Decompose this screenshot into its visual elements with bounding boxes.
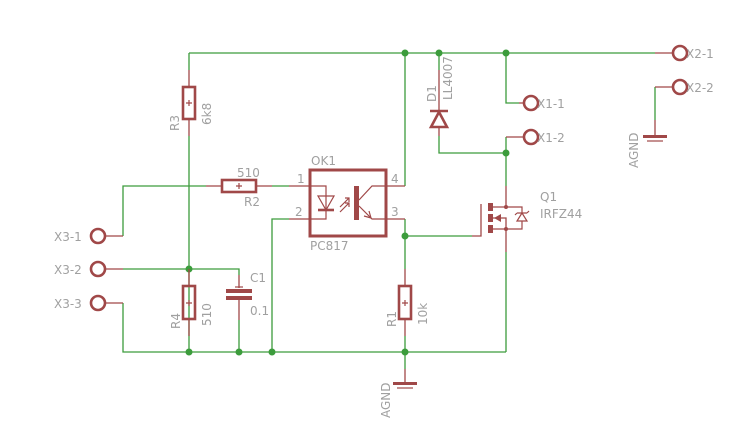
ok1-name: OK1 [311, 154, 336, 168]
c1-name: C1 [250, 271, 266, 285]
junction [185, 348, 193, 356]
plus-icon [236, 183, 242, 189]
light-arrows-icon [339, 197, 350, 213]
wire-d1-bottom [438, 136, 506, 154]
led-icon [316, 195, 336, 212]
mosfet-channel [488, 225, 493, 233]
connector-pad-icon [522, 94, 540, 112]
plus-icon [186, 100, 192, 106]
c1-value: 0.1 [250, 304, 269, 318]
ok1-value: PC817 [310, 239, 349, 253]
mosfet-q1[interactable]: Q1 IRFZ44 [472, 186, 582, 252]
r3-name: R3 [168, 115, 182, 131]
connector-x1-2[interactable]: X1-2 [522, 128, 565, 146]
wire-x3-2 [123, 268, 240, 275]
connector-x2-2[interactable]: X2-2 [671, 78, 714, 96]
optocoupler-ok1[interactable]: 1 2 3 4 OK1 PC817 [289, 154, 405, 253]
optocoupler-body [308, 168, 388, 238]
connector-x1-1[interactable]: X1-1 [519, 94, 565, 112]
wire-x3-3 [122, 303, 506, 353]
resistor-r2[interactable]: 510 R2 [206, 166, 272, 209]
connector-pad-icon [89, 227, 107, 245]
resistor-body [181, 85, 197, 121]
r1-value: 10k [416, 303, 430, 325]
body-diode-icon [514, 210, 530, 222]
connector-x3-3[interactable]: X3-3 [54, 294, 107, 312]
q1-name: Q1 [540, 190, 557, 204]
ground-agnd-1: AGND [379, 369, 417, 418]
wire-x3-1 [122, 185, 206, 236]
connector-label: X3-3 [54, 297, 82, 311]
r2-value: 510 [237, 166, 260, 180]
connector-x3-2[interactable]: X3-2 [54, 260, 107, 278]
junction [435, 49, 443, 57]
connector-label: X3-1 [54, 230, 82, 244]
transistor-leads [358, 185, 388, 220]
d1-name: D1 [425, 85, 439, 102]
junction [401, 232, 409, 240]
resistor-body [397, 284, 413, 321]
mosfet-channel [488, 203, 493, 211]
connector-pad-icon [89, 260, 107, 278]
junction [502, 149, 510, 157]
r2-name: R2 [244, 195, 260, 209]
junction [268, 348, 276, 356]
resistor-r1[interactable]: R1 10k [385, 269, 430, 336]
transistor-base [354, 186, 359, 220]
ground-icon [643, 135, 667, 138]
connector-pad-icon [671, 78, 689, 96]
led-leads [306, 185, 327, 220]
plus-icon [402, 300, 408, 306]
mosfet-arrow-icon [494, 214, 501, 222]
wire-ok1-pin2 [271, 218, 289, 352]
mosfet-channel [488, 214, 493, 222]
connector-label: X1-1 [537, 97, 565, 111]
connector-label: X2-1 [686, 47, 714, 61]
junction [401, 49, 409, 57]
connector-x3-1[interactable]: X3-1 [54, 227, 107, 245]
ok1-pins [289, 185, 405, 220]
ground-agnd-2: AGND [627, 120, 667, 168]
r4-name: R4 [169, 313, 183, 329]
junctions [185, 49, 510, 356]
resistor-r4[interactable]: R4 510 [169, 269, 214, 336]
resistor-body [181, 284, 197, 321]
connector-label: X1-2 [537, 131, 565, 145]
capacitor-plate [226, 289, 252, 293]
r3-value: 6k8 [200, 103, 214, 125]
ground-icon [393, 382, 417, 385]
junction [235, 348, 243, 356]
r1-name: R1 [385, 311, 399, 327]
connector-label: X2-2 [686, 81, 714, 95]
q1-gate-lead [472, 204, 482, 237]
q1-value: IRFZ44 [540, 207, 582, 221]
capacitor-plate [226, 296, 252, 300]
connector-x2-1[interactable]: X2-1 [671, 44, 714, 62]
ok1-pin3: 3 [391, 205, 399, 219]
connector-pad-icon [522, 128, 540, 146]
capacitor-c1[interactable]: C1 0.1 [226, 271, 269, 320]
emitter-arrow-icon [363, 210, 372, 219]
d1-value: LL4007 [441, 56, 455, 100]
junction [502, 49, 510, 57]
diode-icon [428, 109, 450, 129]
connector-pad-icon [671, 44, 689, 62]
ok1-pin4: 4 [391, 172, 399, 186]
body-diode-leads [506, 206, 523, 230]
ground-label: AGND [379, 382, 393, 418]
wire-x1-1 [505, 53, 519, 104]
ok1-pin2: 2 [295, 205, 303, 219]
connector-label: X3-2 [54, 263, 82, 277]
resistor-r3[interactable]: R3 6k8 [168, 70, 214, 136]
connector-pad-icon [89, 294, 107, 312]
diode-d1[interactable]: D1 LL4007 [425, 56, 455, 136]
wire-ok1-pin3 [404, 219, 472, 237]
ground-label: AGND [627, 132, 641, 168]
resistor-body [220, 178, 258, 194]
junction [401, 348, 409, 356]
ok1-pin1: 1 [297, 172, 305, 186]
plus-icon [186, 300, 192, 306]
r4-value: 510 [200, 303, 214, 326]
